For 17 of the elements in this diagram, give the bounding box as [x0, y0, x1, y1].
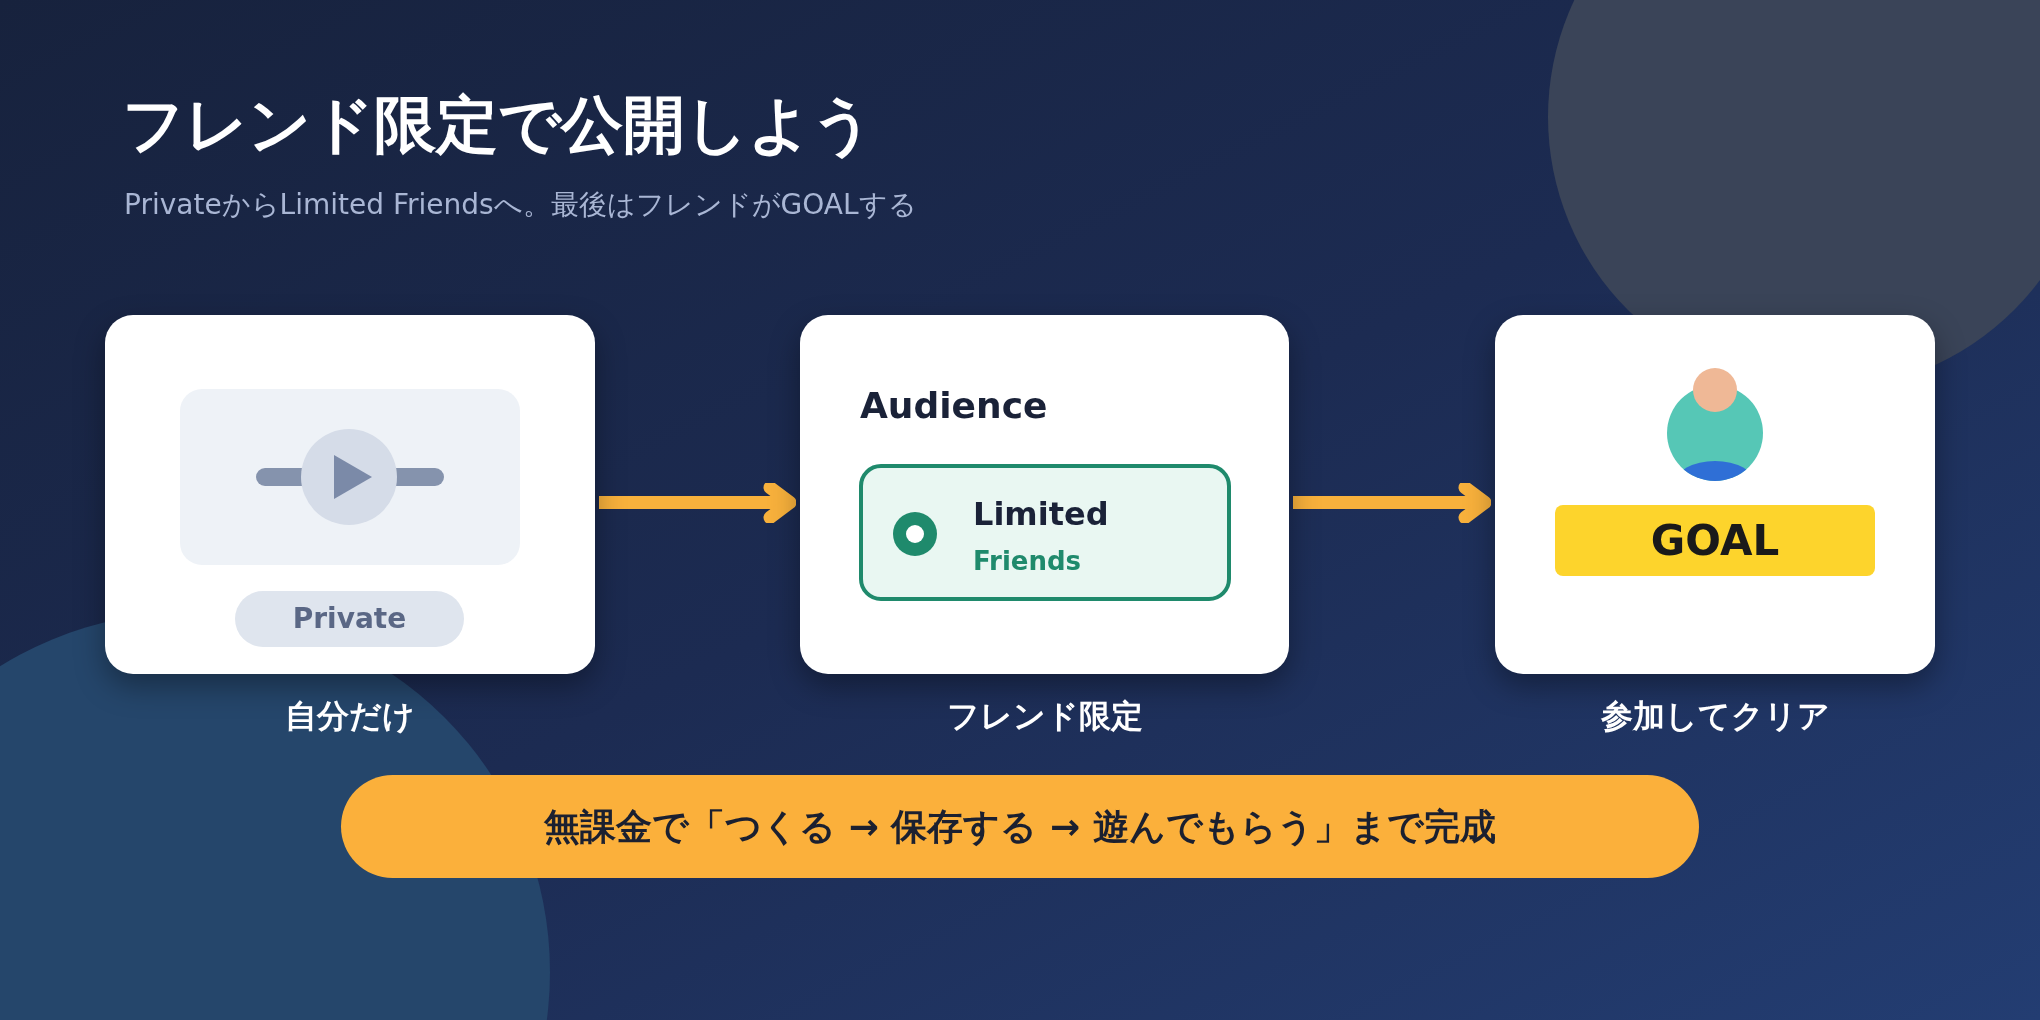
summary-banner: 無課金で「つくる → 保存する → 遊んでもらう」まで完成	[341, 775, 1699, 878]
goal-banner: GOAL	[1555, 505, 1875, 576]
subtitle: PrivateからLimited Friendsへ。最後はフレンドがGOALする	[124, 187, 917, 223]
card-heading: Audience	[860, 384, 1048, 428]
page-title: フレンド限定で公開しよう	[122, 87, 874, 163]
card	[800, 315, 1289, 674]
card	[1495, 315, 1935, 674]
option-label: Limited	[973, 494, 1109, 535]
card-caption: 自分だけ	[284, 696, 416, 737]
arrow	[1293, 481, 1492, 524]
card	[105, 315, 595, 674]
status-pill: Private	[235, 591, 464, 647]
option-box	[859, 464, 1231, 601]
card-caption: フレンド限定	[945, 696, 1144, 737]
arrow	[599, 481, 797, 524]
card-caption: 参加してクリア	[1599, 696, 1831, 737]
option-sublabel: Friends	[973, 545, 1082, 578]
